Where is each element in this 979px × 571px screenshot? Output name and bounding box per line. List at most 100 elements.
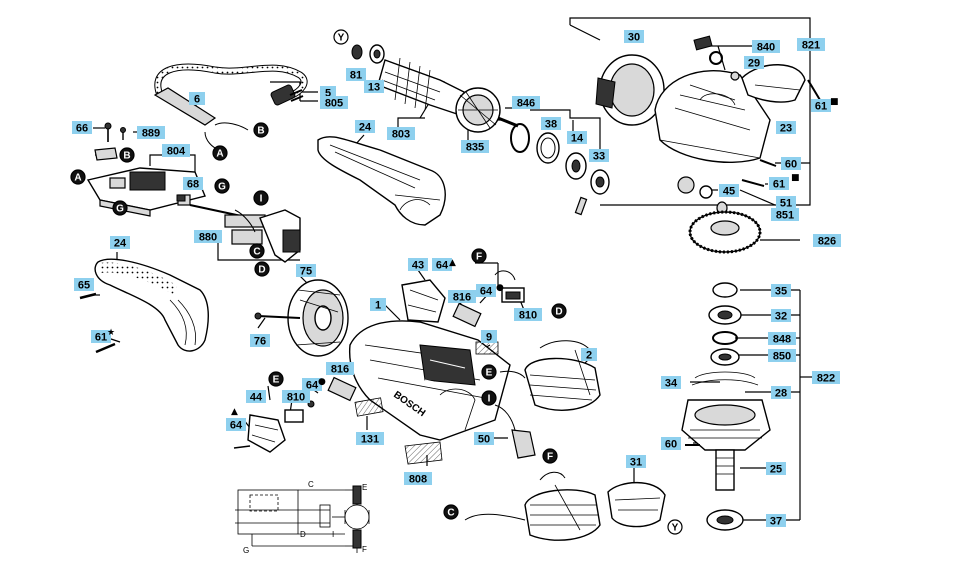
part-tag-61: 61	[91, 330, 111, 344]
part-tag-880: 880	[194, 230, 222, 244]
small-gear-parts	[677, 159, 777, 215]
part-tag-box	[719, 184, 739, 197]
part-tag-box	[346, 68, 366, 81]
part-tag-889: 889	[137, 126, 165, 140]
schematic-letter-e: E	[362, 483, 367, 492]
connector-marker-letter: C	[253, 247, 260, 258]
part-tag-box	[320, 96, 348, 109]
part-tag-850: 850	[768, 349, 796, 363]
part-tag-box	[246, 390, 266, 403]
connector-marker-g: G	[112, 200, 128, 216]
connector-marker-letter: F	[476, 252, 482, 263]
part-tag-box	[356, 432, 384, 445]
brush-parts	[284, 270, 525, 423]
part-tag-50: 50	[474, 432, 494, 446]
part-tag-835: 835	[461, 140, 489, 154]
part-number-label: 851	[776, 210, 794, 222]
part-tag-29: 29	[744, 56, 764, 70]
part-tag-810: 810	[282, 390, 310, 404]
part-tag-box	[781, 157, 801, 170]
part-tag-box	[567, 131, 587, 144]
part-tag-box	[226, 418, 246, 431]
part-tag-box	[476, 284, 496, 297]
part-number-label: 5	[325, 88, 331, 100]
small-screws-left	[94, 122, 186, 202]
part-tag-23: 23	[776, 121, 796, 135]
square-mark: ■	[830, 97, 839, 107]
part-tag-816: 816	[326, 362, 354, 376]
brush-cover	[233, 414, 286, 453]
part-number-label: 816	[453, 292, 471, 304]
part-number-label: 31	[630, 457, 642, 469]
part-tag-box	[302, 378, 322, 391]
part-number-label: 44	[250, 392, 263, 404]
part-number-label: 35	[775, 286, 787, 298]
parts-artwork: BOSCH	[79, 35, 824, 555]
connector-marker-letter: I	[488, 394, 491, 405]
connector-marker-letter: D	[555, 307, 562, 318]
part-tag-box	[813, 234, 841, 247]
part-tag-box	[296, 264, 316, 277]
part-number-label: 6	[194, 94, 200, 106]
part-number-label: 810	[287, 392, 305, 404]
part-number-label: 29	[748, 58, 760, 70]
part-tag-box	[110, 236, 130, 249]
connector-marker-d: D	[254, 261, 270, 277]
part-tag-34: 34	[661, 376, 681, 390]
part-number-label: 33	[593, 151, 605, 163]
part-number-label: 880	[199, 232, 217, 244]
part-tag-9: 9	[481, 330, 497, 344]
part-number-label: 24	[114, 238, 127, 250]
connector-marker-circle	[214, 178, 230, 194]
part-tag-box	[162, 144, 190, 157]
connector-marker-circle	[254, 261, 270, 277]
part-tag-60: 60	[781, 157, 801, 171]
part-number-label: 13	[368, 82, 380, 94]
connector-marker-circle	[212, 145, 228, 161]
part-tag-5: 5	[320, 86, 336, 100]
part-number-label: 34	[665, 378, 678, 390]
connector-marker-letter: F	[547, 452, 553, 463]
side-handle-bottom	[79, 258, 209, 354]
part-tag-box	[771, 309, 791, 322]
part-tag-box	[768, 332, 796, 345]
part-tag-131: 131	[356, 432, 384, 446]
connector-marker-circle	[443, 504, 459, 520]
part-number-label: 23	[780, 123, 792, 135]
part-tag-box	[364, 80, 384, 93]
part-tag-43: 43	[408, 258, 428, 272]
connector-marker-circle	[471, 248, 487, 264]
part-tag-846: 846	[512, 96, 540, 110]
triangle-mark: ▲	[231, 407, 238, 417]
schematic-letter-g: G	[243, 546, 249, 555]
connector-marker-circle	[112, 200, 128, 216]
part-tag-44: 44	[246, 390, 266, 404]
part-tag-box	[771, 386, 791, 399]
part-number-label: 61	[95, 332, 107, 344]
part-number-label: 850	[773, 351, 791, 363]
connector-marker-circle	[253, 122, 269, 138]
part-number-label: 803	[392, 129, 410, 141]
part-tag-64: 64	[302, 378, 322, 392]
connector-marker-circle	[551, 303, 567, 319]
connector-marker-i: I	[481, 390, 497, 406]
part-tag-76: 76	[250, 334, 270, 348]
motor-housing: BOSCH	[348, 320, 511, 441]
connector-marker-circle	[481, 364, 497, 380]
part-number-label: 51	[780, 198, 792, 210]
part-tag-box	[797, 38, 825, 51]
part-tag-box	[776, 196, 796, 209]
part-tag-box	[183, 177, 203, 190]
square-mark: ■	[791, 173, 800, 183]
part-tag-24: 24	[355, 120, 375, 134]
connector-marker-b: B	[253, 122, 269, 138]
part-tag-box	[74, 278, 94, 291]
connector-marker-i: I	[253, 190, 269, 206]
connector-marker-letter: I	[260, 194, 263, 205]
part-tag-box	[72, 121, 92, 134]
part-number-label: 24	[359, 122, 372, 134]
part-number-label: 840	[757, 42, 775, 54]
gear-housing	[595, 35, 824, 163]
part-number-label: 25	[770, 464, 782, 476]
